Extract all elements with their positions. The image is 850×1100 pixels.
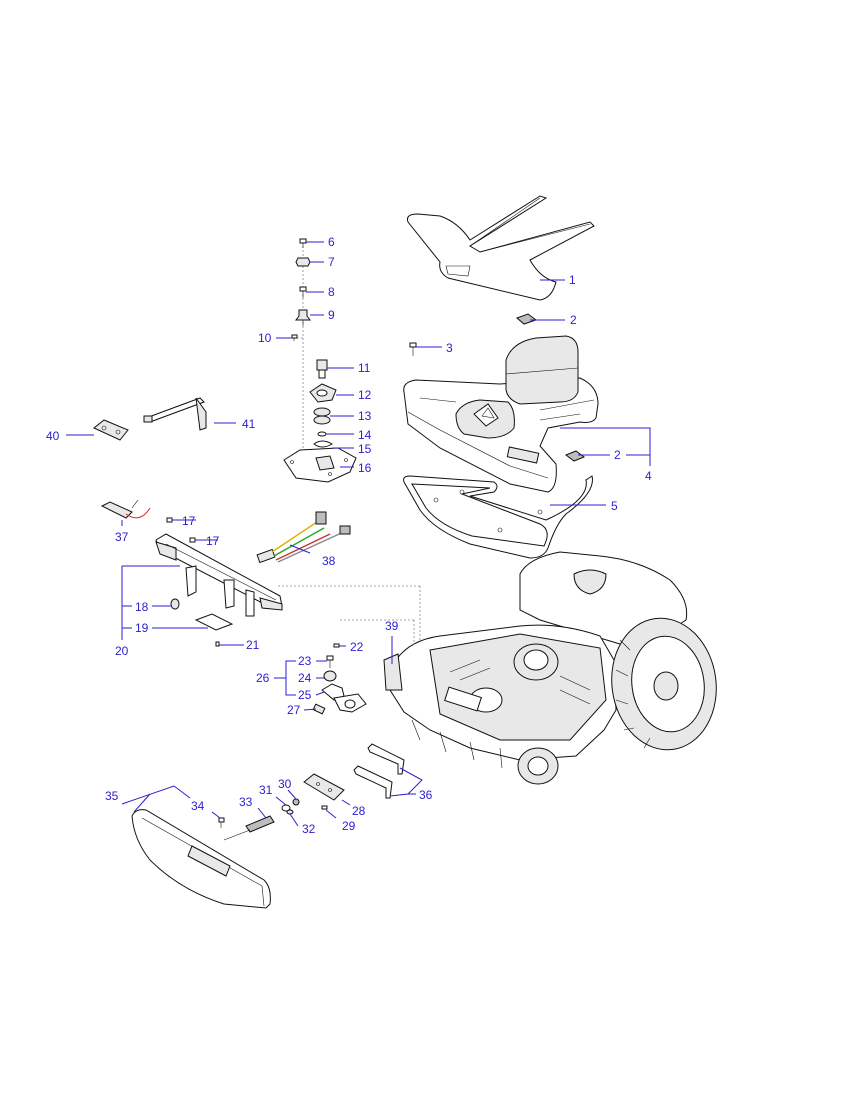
callout-34: 34 — [191, 799, 205, 813]
part-chassis — [383, 551, 688, 785]
callout-32: 32 — [302, 822, 316, 836]
callout-22: 22 — [350, 640, 364, 654]
callout-4: 4 — [645, 469, 652, 483]
part-41-shaft — [143, 397, 207, 431]
part-36-handle — [353, 743, 405, 799]
callout-6: 6 — [328, 235, 335, 249]
callout-labels: 1 2 2 3 4 5 6 7 8 9 10 11 12 13 14 15 16… — [46, 235, 652, 836]
callout-2a: 2 — [570, 313, 577, 327]
callout-26: 26 — [256, 671, 270, 685]
part-37-cable — [100, 499, 151, 519]
callout-16: 16 — [358, 461, 372, 475]
part-33-spring-bolt — [223, 815, 275, 841]
callout-28: 28 — [352, 804, 366, 818]
callout-39: 39 — [385, 619, 399, 633]
part-4-upper-housing — [403, 335, 599, 493]
callout-12: 12 — [358, 388, 372, 402]
callout-35: 35 — [105, 789, 119, 803]
callout-30: 30 — [278, 777, 292, 791]
callout-31: 31 — [259, 783, 273, 797]
callout-19: 19 — [135, 621, 149, 635]
callout-2b: 2 — [614, 448, 621, 462]
callout-1: 1 — [569, 273, 576, 287]
callout-8: 8 — [328, 285, 335, 299]
part-40-sensor — [93, 419, 129, 441]
callout-9: 9 — [328, 308, 335, 322]
callout-36: 36 — [419, 788, 433, 802]
part-38-wire-harness — [256, 511, 351, 564]
callout-37: 37 — [115, 530, 129, 544]
callout-5: 5 — [611, 499, 618, 513]
part-26-bracket-assembly — [312, 643, 367, 715]
part-29-pin — [321, 805, 328, 810]
part-1-top-cover — [407, 195, 595, 301]
part-35-bumper — [131, 809, 271, 909]
callout-14: 14 — [358, 428, 372, 442]
callout-23: 23 — [298, 654, 312, 668]
callout-40: 40 — [46, 429, 60, 443]
callout-13: 13 — [358, 409, 372, 423]
callout-18: 18 — [135, 600, 149, 614]
callout-21: 21 — [246, 638, 260, 652]
part-34-screw — [218, 817, 225, 828]
callout-41: 41 — [242, 417, 256, 431]
callout-17a: 17 — [182, 514, 196, 528]
part-20-arm-assembly — [155, 533, 283, 647]
callout-17b: 17 — [206, 534, 220, 548]
callout-20: 20 — [115, 644, 129, 658]
part-3-screw — [409, 342, 417, 356]
part-wheel — [611, 617, 717, 751]
callout-27: 27 — [287, 703, 301, 717]
callout-33: 33 — [239, 795, 253, 809]
callout-10: 10 — [258, 331, 272, 345]
callout-15: 15 — [358, 442, 372, 456]
part-column-stack — [283, 238, 357, 483]
callout-11: 11 — [358, 361, 371, 375]
callout-24: 24 — [298, 671, 312, 685]
part-30-nut — [292, 798, 300, 806]
leader-lines — [66, 241, 651, 827]
part-5-gasket — [403, 475, 593, 559]
callout-29: 29 — [342, 819, 356, 833]
callout-38: 38 — [322, 554, 336, 568]
part-32-washer — [286, 809, 294, 815]
callout-7: 7 — [328, 255, 335, 269]
callout-25: 25 — [298, 688, 312, 702]
part-28-latch — [303, 773, 345, 801]
callout-3: 3 — [446, 341, 453, 355]
